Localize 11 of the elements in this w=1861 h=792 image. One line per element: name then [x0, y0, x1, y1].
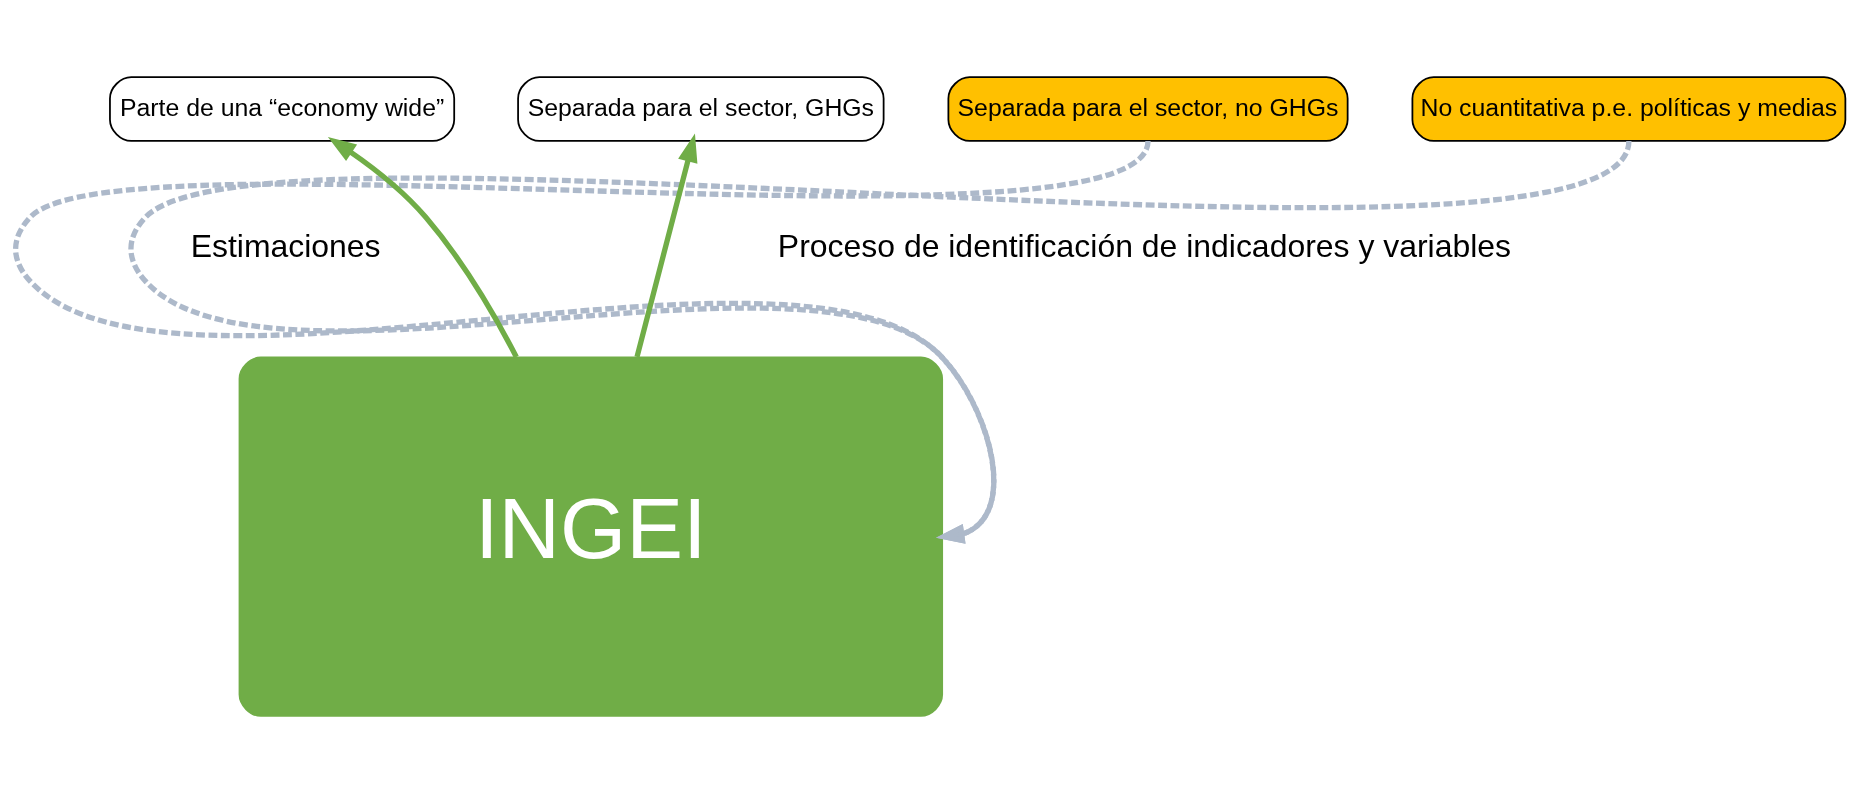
node-box: Separada para el sector, no GHGs [947, 75, 1349, 142]
label: Estimaciones [190, 227, 381, 264]
node-box: INGEI [238, 356, 944, 717]
node-box: No cuantitativa p.e. políticas y medias [1411, 75, 1847, 142]
arrow [14, 138, 1151, 544]
arrow [129, 138, 1631, 544]
arrow [327, 136, 519, 358]
node-box: Parte de una “economy wide” [109, 75, 456, 142]
node-box: Separada para el sector, GHGs [517, 75, 885, 142]
label: Proceso de identificación de indicadores y variables [777, 227, 1512, 264]
arrow [634, 133, 698, 358]
